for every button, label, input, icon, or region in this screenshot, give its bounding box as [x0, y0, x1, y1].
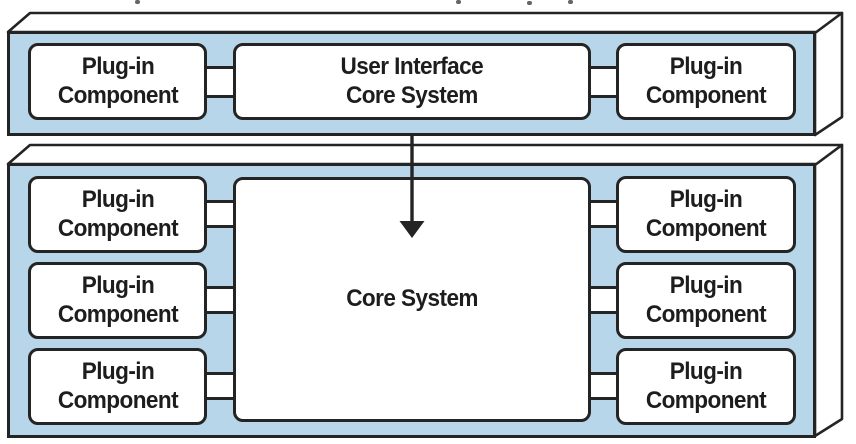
- user-interface-core-system-box: User Interface Core System: [233, 43, 591, 120]
- plugin-component-box-left-2: Plug-in Component: [28, 262, 207, 339]
- plugin-component-label: Plug-in Component: [57, 185, 178, 242]
- plugin-component-label: Plug-in Component: [645, 52, 767, 109]
- connector-bottom-left-1: [205, 200, 235, 228]
- crop-artifact-dot: [135, 0, 140, 4]
- connector-top-left: [205, 66, 235, 98]
- bottom-slab-right-face: [813, 143, 844, 438]
- plugin-component-label: Plug-in Component: [57, 271, 178, 328]
- connector-bottom-right-2: [588, 286, 618, 314]
- plugin-component-box-left-3: Plug-in Component: [28, 348, 207, 425]
- core-system-box: Core System: [233, 177, 591, 422]
- plugin-component-label: Plug-in Component: [57, 52, 178, 109]
- plugin-component-label: Plug-in Component: [645, 185, 767, 242]
- plugin-component-label: Plug-in Component: [645, 357, 767, 414]
- plugin-component-box-left-1: Plug-in Component: [28, 176, 207, 253]
- connector-bottom-right-3: [588, 372, 618, 400]
- plugin-component-label: Plug-in Component: [57, 357, 178, 414]
- plugin-component-label: Plug-in Component: [645, 271, 767, 328]
- plugin-component-box-top-left: Plug-in Component: [28, 43, 207, 120]
- connector-bottom-left-2: [205, 286, 235, 314]
- top-slab-right-face: [813, 11, 844, 137]
- connector-bottom-left-3: [205, 372, 235, 400]
- crop-artifact-dot: [456, 0, 461, 4]
- bottom-slab-top-face: [6, 143, 844, 166]
- plugin-component-box-right-2: Plug-in Component: [616, 262, 796, 339]
- crop-artifact-dot: [568, 0, 573, 4]
- top-slab-top-face: [6, 11, 844, 34]
- connector-top-right: [588, 66, 618, 98]
- user-interface-core-system-label: User Interface Core System: [340, 52, 484, 109]
- crop-artifact-dot: [527, 1, 532, 5]
- plugin-component-box-right-1: Plug-in Component: [616, 176, 796, 253]
- plugin-component-box-top-right: Plug-in Component: [616, 43, 796, 120]
- plugin-component-box-right-3: Plug-in Component: [616, 348, 796, 425]
- core-system-label: Core System: [346, 285, 478, 313]
- connector-bottom-right-1: [588, 200, 618, 228]
